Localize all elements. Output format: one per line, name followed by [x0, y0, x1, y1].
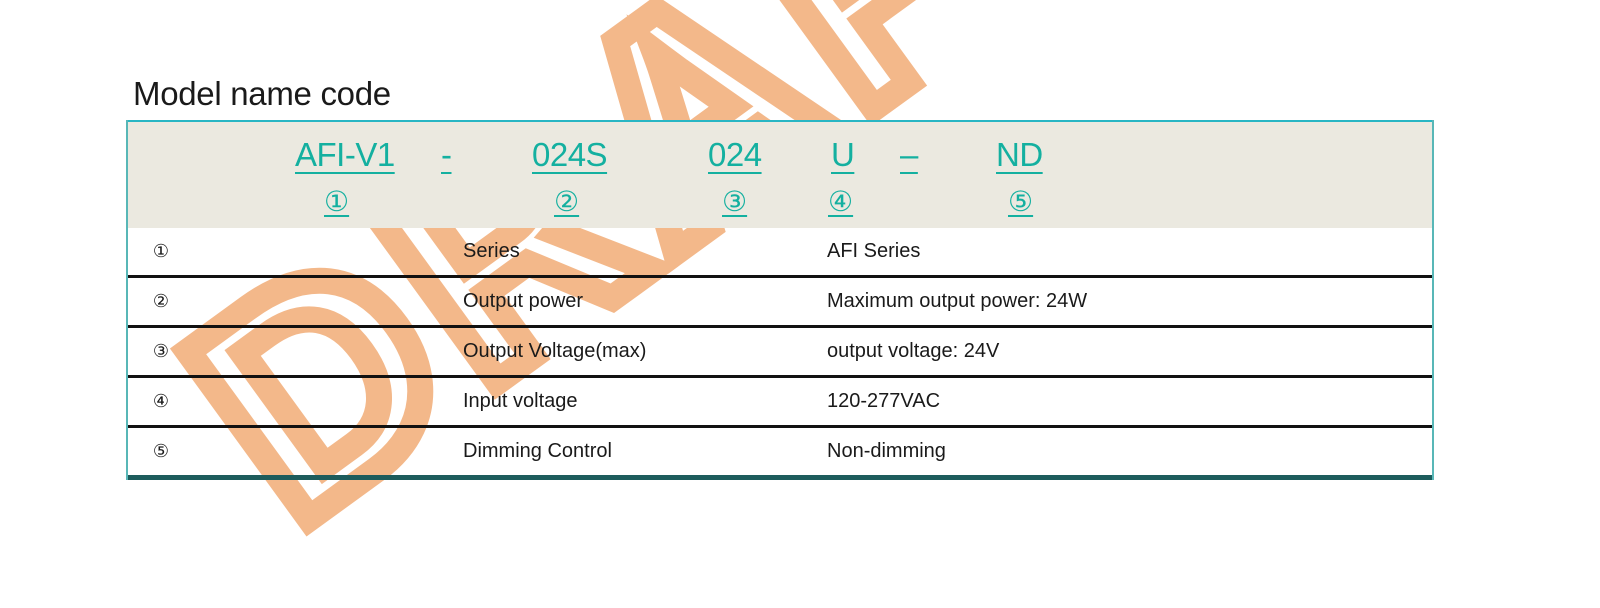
- model-code-segment: –: [900, 136, 918, 173]
- row-label: Dimming Control: [463, 440, 612, 462]
- table-row: ① Series AFI Series: [128, 228, 1432, 275]
- model-code-segment: 024: [708, 136, 762, 173]
- model-name-code-table: AFI-V1 - 024S 024 U – ND ① ② ③ ④ ⑤ ① Series AFI Seri…: [126, 120, 1434, 480]
- model-code-segment: 024S: [532, 136, 608, 173]
- row-label: Series: [463, 240, 520, 262]
- row-label: Output power: [463, 290, 584, 312]
- model-code-legend-rows: ① Series AFI Series ② Output power Maximum ou…: [128, 228, 1432, 475]
- row-marker: ⑤: [152, 441, 170, 461]
- row-value: 120-277VAC: [827, 390, 941, 412]
- row-label: Input voltage: [463, 390, 578, 412]
- model-code-marker: ①: [324, 185, 350, 217]
- model-code-segment: -: [441, 136, 452, 173]
- row-value: output voltage: 24V: [827, 340, 1000, 362]
- row-marker: ④: [152, 391, 170, 411]
- model-code-band: AFI-V1 - 024S 024 U – ND ① ② ③ ④ ⑤: [128, 120, 1432, 228]
- model-code-marker-row: ① ② ③ ④ ⑤: [128, 178, 1432, 224]
- model-code-segment: ND: [996, 136, 1043, 173]
- table-row: ② Output power Maximum output power: 24W: [128, 275, 1432, 325]
- model-code-row: AFI-V1 - 024S 024 U – ND: [128, 130, 1432, 180]
- table-bottom-border: [128, 475, 1432, 480]
- model-code-marker: ②: [554, 185, 580, 217]
- row-value: Maximum output power: 24W: [827, 290, 1088, 312]
- row-value: Non-dimming: [827, 440, 946, 462]
- row-marker: ③: [152, 341, 170, 361]
- table-row: ③ Output Voltage(max) output voltage: 24V: [128, 325, 1432, 375]
- row-marker: ①: [152, 241, 170, 261]
- row-label: Output Voltage(max): [463, 340, 647, 362]
- row-marker: ②: [152, 291, 170, 311]
- model-code-marker: ⑤: [1008, 185, 1034, 217]
- model-code-segment: AFI-V1: [295, 136, 395, 173]
- model-code-segment: U: [831, 136, 855, 173]
- table-row: ④ Input voltage 120-277VAC: [128, 375, 1432, 425]
- row-value: AFI Series: [827, 240, 921, 262]
- table-row: ⑤ Dimming Control Non-dimming: [128, 425, 1432, 475]
- page-title: Model name code: [133, 75, 391, 112]
- model-code-marker: ③: [722, 185, 748, 217]
- model-code-marker: ④: [828, 185, 854, 217]
